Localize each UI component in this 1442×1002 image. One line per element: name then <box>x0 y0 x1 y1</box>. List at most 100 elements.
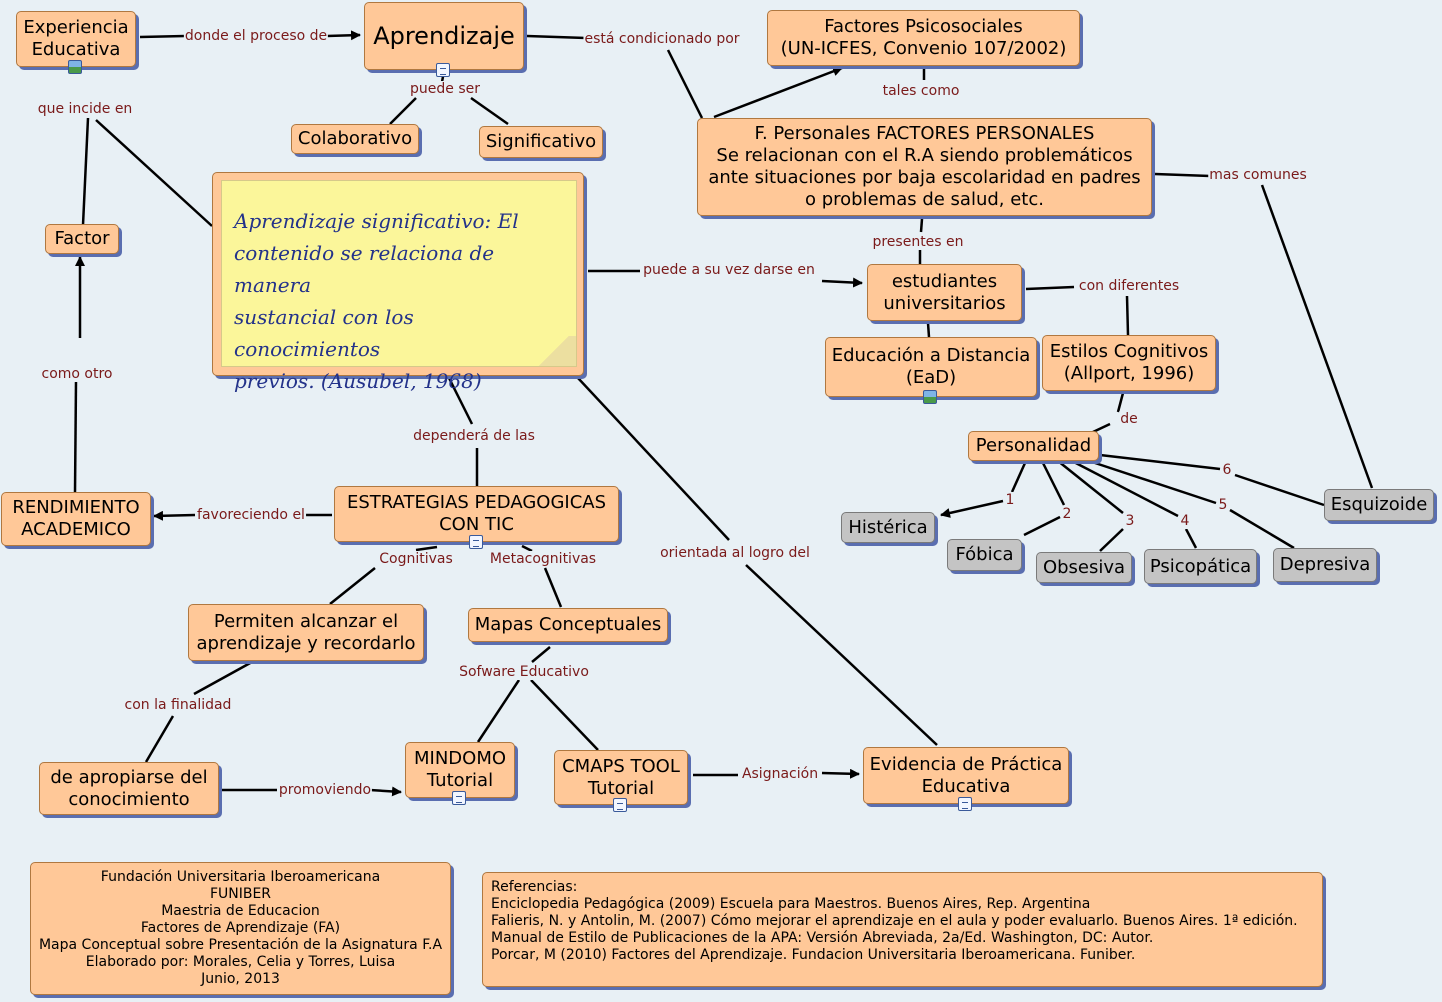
credits-line: FUNIBER <box>209 886 272 902</box>
node-text: estudiantes <box>891 270 998 292</box>
page-curl <box>532 336 576 366</box>
node-text: CMAPS TOOL <box>562 755 680 777</box>
node-factores-psicosociales[interactable]: Factores Psicosociales (UN-ICFES, Conven… <box>767 10 1080 66</box>
node-text: ante situaciones por baja escolaridad en… <box>708 167 1141 188</box>
note-line: contenido se relaciona de manera <box>234 241 495 297</box>
node-text: ACADEMICO <box>21 519 131 540</box>
node-aprendizaje[interactable]: Aprendizaje <box>364 2 524 77</box>
node-mapas-conceptuales[interactable]: Mapas Conceptuales <box>468 608 668 642</box>
node-text: Psicopática <box>1149 555 1252 577</box>
document-icon[interactable] <box>613 798 627 812</box>
node-text: Tutorial <box>426 770 494 791</box>
node-esquizoide[interactable]: Esquizoide <box>1324 489 1434 521</box>
node-cmaps-tool-tutorial[interactable]: CMAPS TOOL Tutorial <box>554 750 688 812</box>
node-text: Educación a Distancia <box>831 345 1031 366</box>
node-text: Aprendizaje <box>373 22 515 50</box>
image-icon[interactable] <box>923 390 937 404</box>
node-text: Depresiva <box>1279 554 1371 575</box>
link-label: 2 <box>1061 506 1073 522</box>
references-line: Enciclopedia Pedagógica (2009) Escuela p… <box>491 896 1091 912</box>
node-apropiarse-conocimiento[interactable]: de apropiarse del conocimiento <box>39 762 219 815</box>
node-text: Estilos Cognitivos <box>1049 341 1209 362</box>
link-label: dependerá de las <box>412 428 536 444</box>
node-significativo[interactable]: Significativo <box>479 126 603 158</box>
node-estilos-cognitivos[interactable]: Estilos Cognitivos (Allport, 1996) <box>1042 335 1216 391</box>
node-educacion-distancia[interactable]: Educación a Distancia (EaD) <box>825 337 1037 404</box>
node-text: Significativo <box>485 131 597 152</box>
node-text: Permiten alcanzar el <box>213 610 399 632</box>
link-label: 3 <box>1124 513 1136 529</box>
node-text: Factores Psicosociales <box>824 16 1023 37</box>
link-label: donde el proceso de <box>183 28 329 44</box>
node-evidencia-practica[interactable]: Evidencia de Práctica Educativa <box>863 747 1069 811</box>
references-line: Falieris, N. y Antolin, M. (2007) Cómo m… <box>491 913 1298 929</box>
node-estudiantes-universitarios[interactable]: estudiantes universitarios <box>867 264 1022 321</box>
note-aprendizaje-significativo[interactable]: Aprendizaje significativo: El contenido … <box>212 172 584 393</box>
references-line: Porcar, M (2010) Factores del Aprendizaj… <box>491 947 1136 963</box>
document-icon[interactable] <box>452 791 466 805</box>
node-text: (UN-ICFES, Convenio 107/2002) <box>780 38 1067 59</box>
node-text: Evidencia de Práctica <box>869 753 1063 775</box>
note-paper: Aprendizaje significativo: El contenido … <box>221 180 577 393</box>
link-label: Metacognitivas <box>488 551 598 567</box>
node-text: Factor <box>54 228 110 249</box>
node-text: MINDOMO <box>413 748 507 769</box>
node-histerica[interactable]: Histérica <box>841 512 935 543</box>
node-experiencia-educativa[interactable]: Experiencia Educativa <box>16 11 136 74</box>
references-box: Referencias: Enciclopedia Pedagógica (20… <box>482 872 1323 987</box>
link-label: Asignación <box>740 766 820 782</box>
node-fobica[interactable]: Fóbica <box>947 539 1022 571</box>
node-obsesiva[interactable]: Obsesiva <box>1036 552 1132 583</box>
node-text: Tutorial <box>587 777 655 799</box>
node-text: Obsesiva <box>1042 556 1126 578</box>
node-permiten-alcanzar[interactable]: Permiten alcanzar el aprendizaje y recor… <box>188 604 424 661</box>
link-label: puede ser <box>409 81 481 97</box>
node-colaborativo[interactable]: Colaborativo <box>291 124 419 154</box>
link-label: 6 <box>1221 462 1233 478</box>
link-label: 4 <box>1179 513 1191 529</box>
link-label: mas comunes <box>1208 167 1308 183</box>
link-label: como otro <box>40 366 114 382</box>
node-text: conocimiento <box>68 788 190 810</box>
link-label: Sofware Educativo <box>458 664 590 680</box>
node-mindomo-tutorial[interactable]: MINDOMO Tutorial <box>405 742 515 805</box>
node-text: o problemas de salud, etc. <box>804 189 1044 210</box>
credits-line: Factores de Aprendizaje (FA) <box>140 920 341 936</box>
node-text: RENDIMIENTO <box>12 497 140 518</box>
node-text: (EaD) <box>905 367 957 388</box>
node-text: Experiencia Educativa <box>23 17 129 60</box>
node-depresiva[interactable]: Depresiva <box>1273 548 1377 582</box>
credits-line: Elaborado por: Morales, Celia y Torres, … <box>85 954 396 970</box>
node-text: de apropiarse del <box>50 766 208 788</box>
node-personalidad[interactable]: Personalidad <box>968 431 1099 461</box>
link-label: Cognitivas <box>378 551 454 567</box>
node-factores-personales[interactable]: F. Personales FACTORES PERSONALES Se rel… <box>697 118 1152 216</box>
references-line: Referencias: <box>491 879 578 895</box>
document-icon[interactable] <box>436 63 450 77</box>
node-psicopatica[interactable]: Psicopática <box>1144 549 1257 584</box>
references-line: Manual de Estilo de Publicaciones de la … <box>491 930 1154 946</box>
node-text: Se relacionan con el R.A siendo problemá… <box>716 145 1133 166</box>
link-label: 5 <box>1217 497 1229 513</box>
note-line: Aprendizaje significativo: El <box>234 209 519 233</box>
link-label: con diferentes <box>1077 278 1181 294</box>
credits-line: Junio, 2013 <box>201 971 280 987</box>
credits-box: Fundación Universitaria Iberoamericana F… <box>30 862 451 995</box>
credits-line: Mapa Conceptual sobre Presentación de la… <box>38 937 443 953</box>
node-rendimiento-academico[interactable]: RENDIMIENTO ACADEMICO <box>1 492 151 546</box>
link-label: presentes en <box>871 234 965 250</box>
node-text: CON TIC <box>439 514 514 535</box>
document-icon[interactable] <box>958 797 972 811</box>
node-estrategias-pedagogicas[interactable]: ESTRATEGIAS PEDAGOGICAS CON TIC <box>334 486 619 549</box>
note-line: previos. (Ausubel, 1968) <box>234 369 482 393</box>
node-text: Mapas Conceptuales <box>474 614 662 635</box>
image-icon[interactable] <box>68 60 82 74</box>
document-icon[interactable] <box>468 535 483 549</box>
link-label: puede a su vez darse en <box>642 262 816 278</box>
node-text: Esquizoide <box>1330 494 1428 515</box>
node-text: Educativa <box>921 775 1011 797</box>
node-text: aprendizaje y recordarlo <box>196 632 416 654</box>
node-factor[interactable]: Factor <box>45 224 119 254</box>
node-text: Fóbica <box>955 544 1014 565</box>
